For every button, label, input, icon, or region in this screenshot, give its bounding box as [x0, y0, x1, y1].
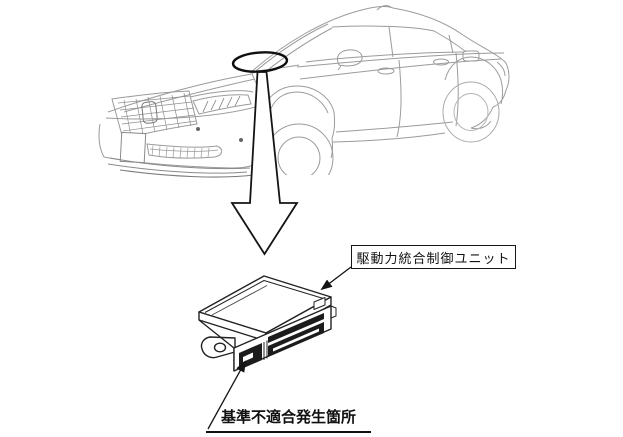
car-door-handle [433, 58, 449, 66]
car-beltline [296, 52, 505, 68]
car-door-line-rear [455, 52, 459, 127]
car-rear-wheel [442, 81, 500, 143]
car-side-mirror [336, 49, 363, 67]
defect-location-label: 基準不適合発生箇所 [206, 406, 371, 433]
car-front-wheel-arch [262, 85, 336, 139]
car-rear-wheel-arch [444, 56, 503, 105]
car-shoulder-crease [299, 58, 502, 80]
car-sill-line [332, 132, 446, 143]
component-label-box: 駆動力統合制御ユニット [351, 245, 516, 269]
car-door-line-front [396, 59, 402, 138]
car-grille-outline [111, 90, 198, 140]
car-hood [107, 73, 253, 113]
car-headlight [192, 94, 252, 115]
car-parking-sensor [196, 127, 200, 131]
defect-leader-line [207, 360, 246, 430]
ecu-connector-slot [268, 313, 324, 343]
ellipse-callout [231, 51, 289, 73]
car-emblem [141, 101, 158, 124]
ecu-mount-hole [213, 342, 227, 353]
control-unit-drawing [198, 275, 337, 372]
car-intake [146, 143, 223, 159]
car-a-pillar [251, 23, 329, 75]
car-fuel-door [462, 50, 480, 62]
large-down-arrow [230, 71, 299, 256]
car-license-plate [119, 131, 147, 164]
car-line-drawing [98, 5, 510, 178]
component-leader-line [320, 266, 352, 291]
car-roof-line [249, 6, 507, 74]
car-b-pillar [388, 26, 394, 58]
defect-label-text: 基準不適合発生箇所 [221, 408, 357, 426]
car-glass-bottom [305, 51, 465, 63]
component-label-text: 駆動力統合制御ユニット [356, 250, 511, 266]
leader-lines [207, 266, 352, 430]
car-glass-top [331, 25, 467, 53]
car-antenna-fin [376, 5, 392, 11]
car-front-bumper [98, 123, 263, 169]
car-parking-sensor [239, 138, 243, 142]
car-door-handle [377, 67, 395, 75]
